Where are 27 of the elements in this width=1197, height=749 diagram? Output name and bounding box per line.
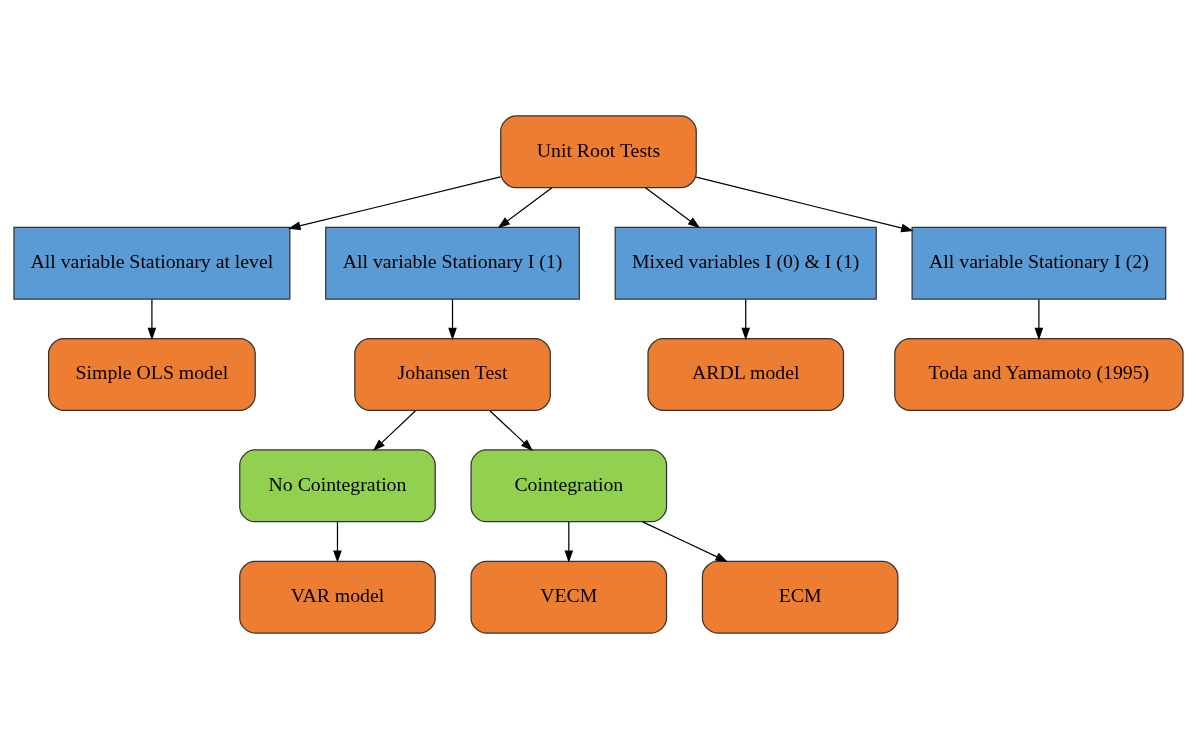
node-box: VAR model bbox=[239, 560, 436, 634]
node-box: ARDL model bbox=[647, 338, 845, 411]
node-box: VECM bbox=[470, 560, 668, 634]
node-box: ECM bbox=[701, 560, 899, 634]
node-box: No Cointegration bbox=[239, 449, 436, 523]
arrow bbox=[288, 176, 502, 230]
arrow bbox=[695, 176, 914, 233]
arrow bbox=[489, 409, 533, 452]
arrow bbox=[1034, 298, 1044, 341]
node-box: Unit Root Tests bbox=[500, 115, 697, 189]
arrow bbox=[564, 521, 574, 563]
node-box: Simple OLS model bbox=[48, 338, 256, 411]
node-box: All variable Stationary I (1) bbox=[325, 226, 580, 300]
node-box: Toda and Yamamoto (1995) bbox=[894, 338, 1184, 411]
arrow bbox=[642, 521, 728, 562]
arrow bbox=[741, 298, 751, 341]
node-box: Cointegration bbox=[470, 449, 668, 523]
arrow bbox=[147, 298, 157, 341]
node-box: Johansen Test bbox=[354, 338, 551, 411]
arrow bbox=[448, 298, 457, 341]
arrow bbox=[372, 409, 417, 452]
arrow bbox=[644, 187, 701, 229]
node-box: Mixed variables I (0) & I (1) bbox=[614, 226, 877, 300]
node-box: All variable Stationary I (2) bbox=[911, 226, 1167, 300]
arrow bbox=[497, 187, 553, 229]
node-box: All variable Stationary at level bbox=[13, 226, 291, 300]
arrow bbox=[333, 521, 342, 563]
